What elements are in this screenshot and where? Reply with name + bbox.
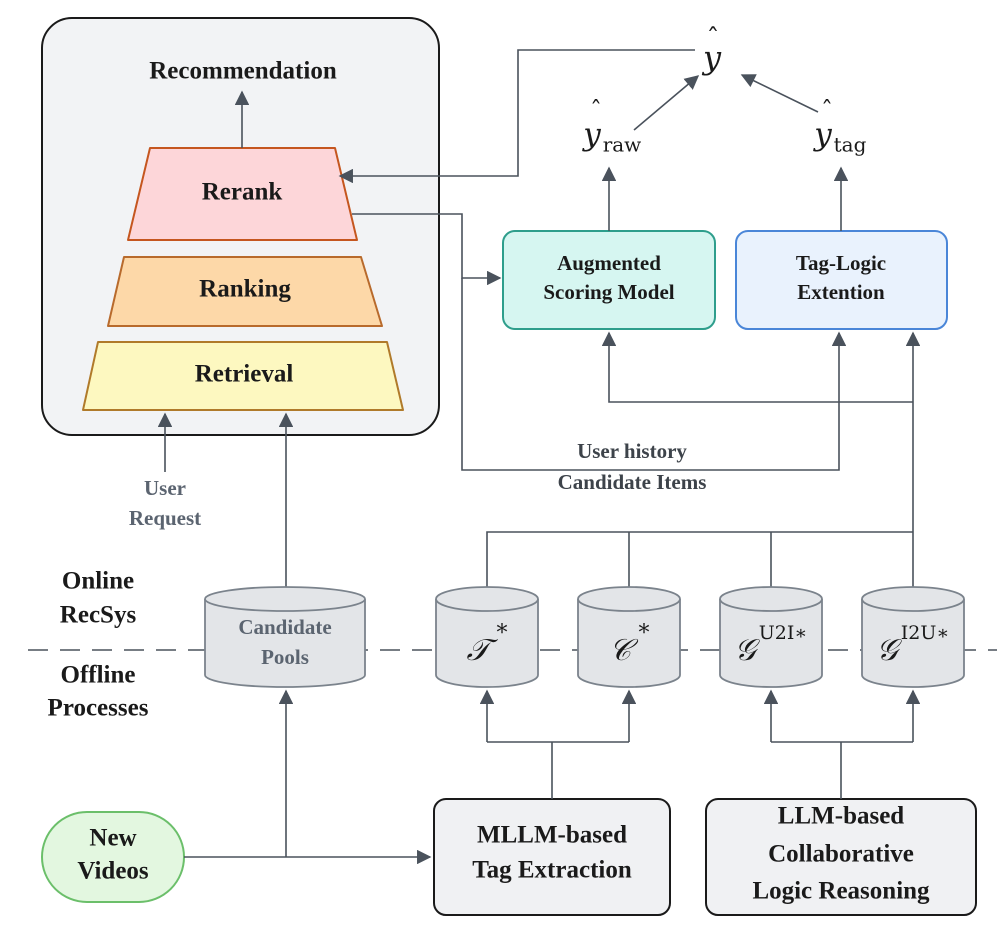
new-videos-label-1: New <box>89 825 136 852</box>
svg-text:*: * <box>639 621 650 646</box>
user-request-label-1: User <box>144 476 186 500</box>
user-history-label: User history <box>577 439 687 463</box>
svg-text:Candidate: Candidate <box>238 615 331 639</box>
mllm-label-2: Tag Extraction <box>472 857 632 884</box>
rerank-label: Rerank <box>202 179 283 206</box>
svg-text:tag: tag <box>834 133 867 157</box>
scoring-label-1: Augmented <box>557 251 661 275</box>
online-label-2: RecSys <box>60 602 137 629</box>
user-request-label-2: Request <box>129 506 201 530</box>
retrieval-label: Retrieval <box>195 361 294 388</box>
llm-label-1: LLM-based <box>778 803 905 830</box>
llm-label-3: Logic Reasoning <box>752 878 930 905</box>
svg-text:Pools: Pools <box>261 645 309 669</box>
offline-label-2: Processes <box>48 695 149 722</box>
svg-text:I2U∗: I2U∗ <box>901 622 950 644</box>
svg-text:ˆ: ˆ <box>590 97 602 125</box>
svg-text:U2I∗: U2I∗ <box>759 622 808 644</box>
graph-u2i-db[interactable]: 𝒢 U2I∗ <box>719 586 823 688</box>
llm-label-2: Collaborative <box>768 841 914 868</box>
new-videos-label-2: Videos <box>77 858 149 885</box>
y-hat-tag: ˆ y tag <box>812 97 866 157</box>
svg-text:y: y <box>581 117 601 153</box>
ranking-label: Ranking <box>199 276 291 303</box>
concept-set-db[interactable]: 𝒞 * <box>577 586 681 688</box>
candidate-pools-db[interactable]: Candidate Pools <box>204 586 366 688</box>
retrieval-stage[interactable] <box>82 341 404 411</box>
candidate-items-label: Candidate Items <box>558 470 707 494</box>
ranking-stage[interactable] <box>107 256 383 327</box>
scoring-label-2: Scoring Model <box>543 280 674 304</box>
y-hat-final: y <box>701 39 722 77</box>
mllm-label-1: MLLM-based <box>477 822 627 849</box>
rerank-stage[interactable] <box>127 147 358 241</box>
recommendation-label: Recommendation <box>149 58 337 85</box>
offline-label-1: Offline <box>61 662 136 689</box>
y-hat-raw: ˆ y raw <box>581 97 641 157</box>
taglogic-label-1: Tag-Logic <box>796 251 886 275</box>
hat-accent-final: ˆ <box>707 24 720 54</box>
svg-text:raw: raw <box>603 133 642 157</box>
tag-set-db[interactable]: 𝒯 * <box>435 586 539 688</box>
svg-text:ˆ: ˆ <box>821 97 833 125</box>
taglogic-label-2: Extention <box>797 280 885 304</box>
svg-text:*: * <box>497 621 508 646</box>
svg-text:y: y <box>812 117 832 153</box>
graph-i2u-db[interactable]: 𝒢 I2U∗ <box>861 586 965 688</box>
online-label-1: Online <box>62 568 134 595</box>
